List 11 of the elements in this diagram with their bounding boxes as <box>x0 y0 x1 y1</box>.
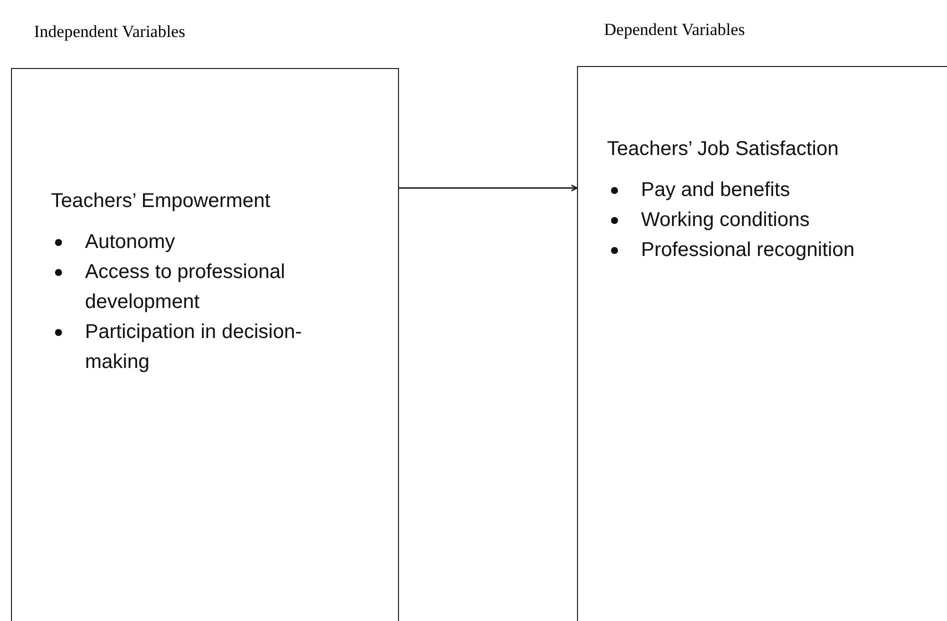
list-item: Autonomy <box>85 230 176 255</box>
list-item: Participation in decision-making <box>85 320 303 375</box>
column-heading: Independent Variables <box>34 21 186 43</box>
list-item: Professional recognition <box>641 238 856 263</box>
arrow <box>399 184 578 192</box>
box-title: Teachers’ Job Satisfaction <box>607 137 840 162</box>
list-item: Access to professional development <box>85 260 286 315</box>
column-heading: Dependent Variables <box>604 19 745 41</box>
list-item: Pay and benefits <box>641 178 791 203</box>
list-item: Working conditions <box>641 208 811 233</box>
box-title: Teachers’ Empowerment <box>51 189 272 214</box>
